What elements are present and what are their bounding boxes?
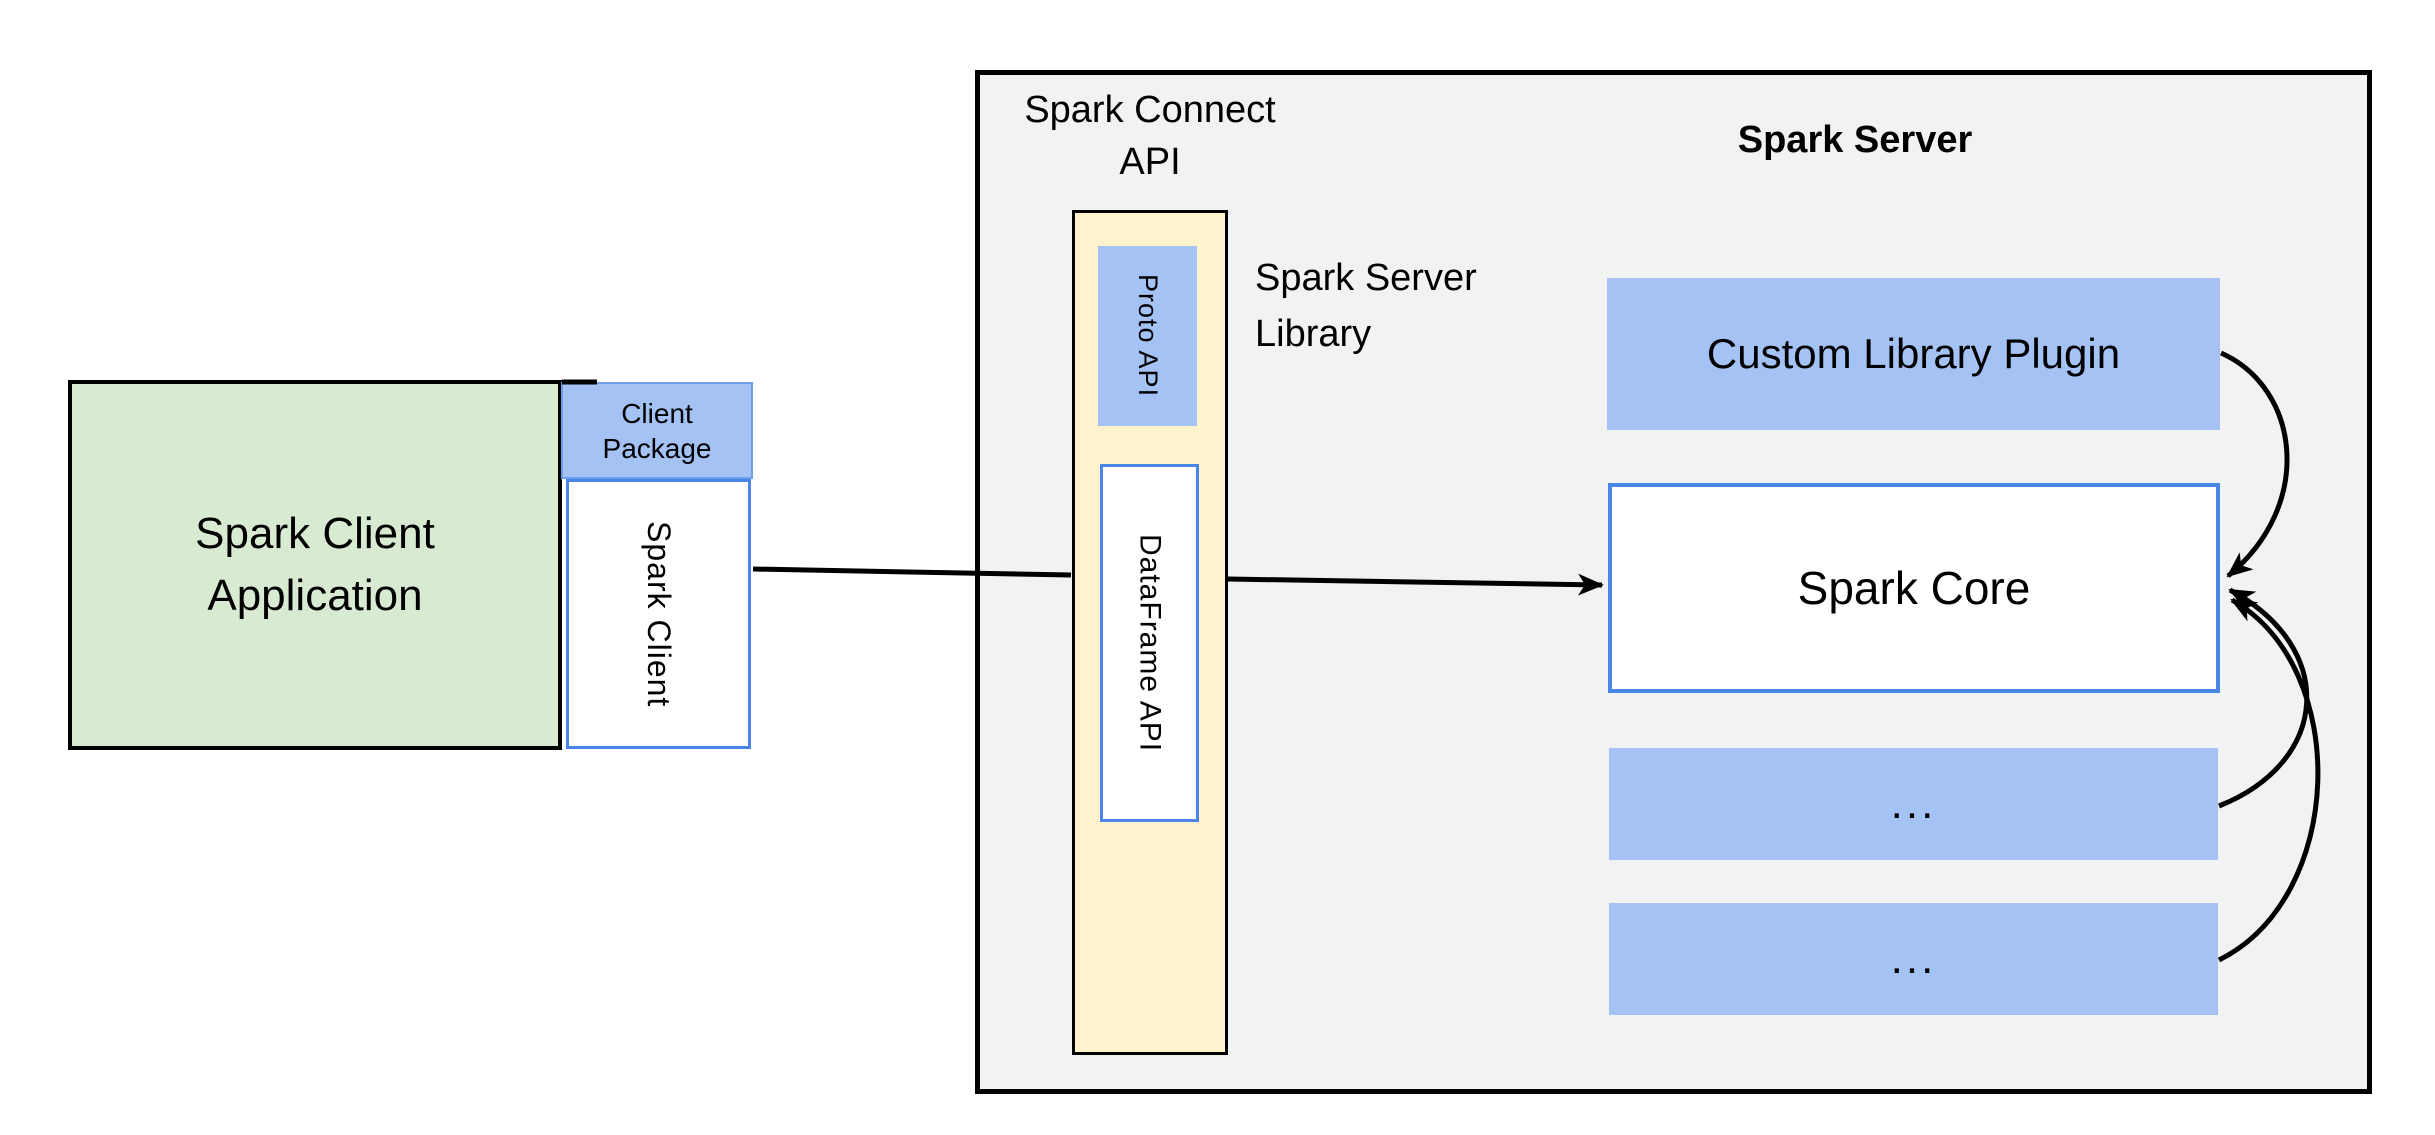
plugin-placeholder-box-1: ... bbox=[1609, 748, 2218, 860]
spark-client-application-box: Spark Client Application bbox=[68, 380, 562, 750]
custom-library-plugin-box: Custom Library Plugin bbox=[1607, 278, 2220, 430]
client-application-line2: Application bbox=[207, 571, 423, 620]
spark-client-label: Spark Client bbox=[641, 520, 677, 708]
proto-api-box: Proto API bbox=[1098, 246, 1197, 426]
spark-client-box: Spark Client bbox=[566, 479, 751, 749]
client-package-box: Client Package bbox=[561, 382, 753, 479]
plugin-placeholder-box-2: ... bbox=[1609, 903, 2218, 1015]
dataframe-api-label: DataFrame API bbox=[1133, 533, 1167, 753]
spark-server-title: Spark Server bbox=[1737, 119, 1973, 161]
spark-server-library-line1: Spark Server bbox=[1255, 257, 1477, 299]
proto-api-label: Proto API bbox=[1133, 274, 1163, 398]
spark-connect-api-label: Spark Connect API bbox=[990, 84, 1310, 188]
spark-connect-api-line2: API bbox=[1119, 141, 1181, 183]
dataframe-api-box: DataFrame API bbox=[1100, 464, 1199, 822]
client-application-line1: Spark Client bbox=[195, 509, 435, 558]
client-package-line2: Package bbox=[602, 432, 712, 464]
spark-server-library-line2: Library bbox=[1255, 313, 1372, 355]
spark-server-library-label: Spark Server Library bbox=[1255, 250, 1575, 362]
spark-connect-api-line1: Spark Connect bbox=[1024, 89, 1276, 131]
spark-core-box: Spark Core bbox=[1608, 483, 2220, 693]
client-package-line1: Client bbox=[621, 397, 693, 429]
